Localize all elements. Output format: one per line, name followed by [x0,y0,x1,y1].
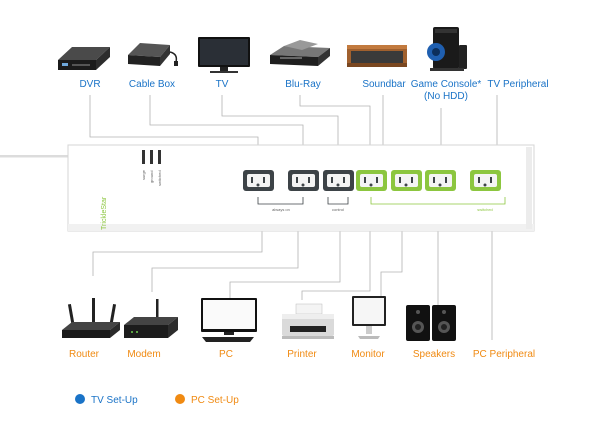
pc-label-pc: PC [219,349,233,360]
router-icon [62,298,120,338]
group-always-on-label: always on [272,207,290,212]
indicator-ground: ground [149,171,154,183]
tv-label-tv-peripheral: TV Peripheral [487,79,548,90]
outlet-switched-1 [356,170,387,191]
pc-wires [92,200,493,340]
group-switched-label: switched [477,207,493,212]
pc-label-speakers: Speakers [413,349,455,360]
outlet-always-on-1 [243,170,274,191]
outlet-switched-3 [425,170,456,191]
tv-label-soundbar: Soundbar [362,79,406,90]
game-console-icon [427,27,467,71]
group-switched: switched [370,197,506,212]
group-control-label: control [332,207,344,212]
indicator-switched: switched [157,170,162,186]
pc-label-modem: Modem [127,349,160,360]
tv-label-game-console: Game Console* [411,79,482,90]
legend-pc-label: PC Set-Up [191,395,239,406]
tv-label-cable-box: Cable Box [129,79,175,90]
outlet-control [323,170,354,191]
pc-icon [201,298,257,342]
power-strip: TrickleStar surge ground switched [0,144,535,232]
power-cord [0,155,70,158]
pc-label-pc-peripheral: PC Peripheral [473,349,535,360]
outlet-switched-4 [470,170,501,191]
pc-label-monitor: Monitor [351,349,385,360]
bluray-player-icon [270,40,330,66]
dvr-icon [58,47,110,70]
group-control: control [327,197,349,212]
outlet-switched-2 [391,170,422,191]
tv-icon [198,37,250,73]
tv-label-game-console-note: (No HDD) [424,91,468,102]
tv-device-labels: DVR Cable Box TV Blu-Ray Soundbar Game C… [79,79,548,102]
pc-label-printer: Printer [287,349,317,360]
monitor-icon [352,296,386,339]
speakers-icon [406,305,456,341]
tv-label-bluray: Blu-Ray [285,79,321,90]
pc-device-labels: Router Modem PC Printer Monitor Speakers… [69,349,535,360]
cable-box-icon [128,43,178,66]
legend-tv-label: TV Set-Up [91,395,138,406]
legend-tv-dot [75,394,85,404]
brand-logo: TrickleStar [101,196,108,230]
printer-icon [282,303,334,339]
outlet-always-on-2 [288,170,319,191]
legend: TV Set-Up PC Set-Up [75,394,239,406]
indicator-surge: surge [141,169,146,180]
group-always-on: always on [257,197,304,212]
tv-label-tv: TV [216,79,229,90]
soundbar-icon [347,45,407,67]
modem-icon [124,299,178,338]
legend-pc-dot [175,394,185,404]
tv-label-dvr: DVR [79,79,100,90]
indicator-lights: surge ground switched [141,150,162,186]
pc-label-router: Router [69,349,100,360]
